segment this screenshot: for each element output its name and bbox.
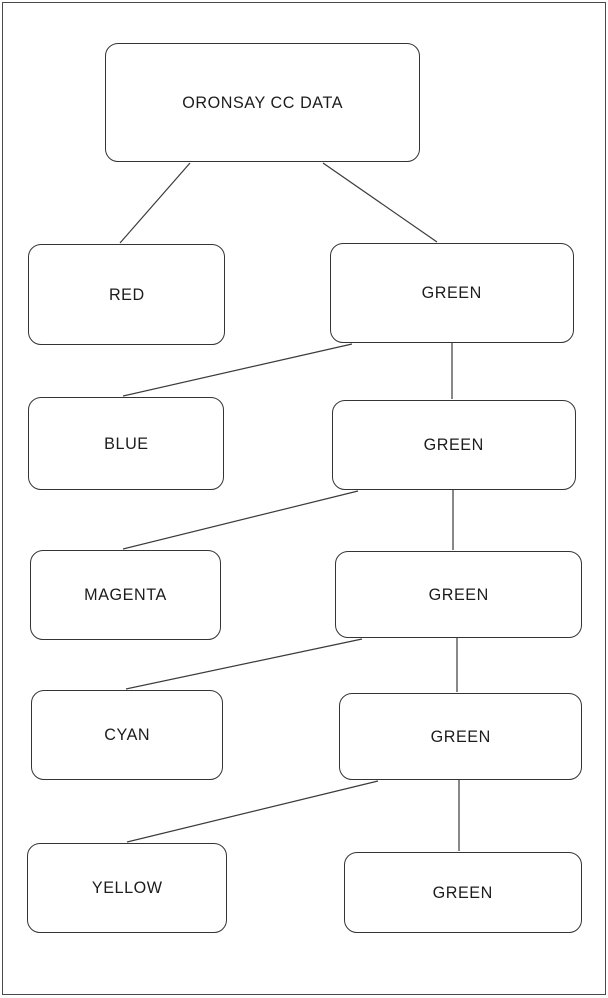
node-cyan[interactable]: CYAN — [31, 690, 223, 780]
edge-green3-cyan — [125, 638, 363, 690]
node-label: ORONSAY CC DATA — [182, 92, 343, 112]
node-green-1[interactable]: GREEN — [330, 243, 574, 343]
edge-green1-blue — [122, 343, 353, 397]
node-green-2[interactable]: GREEN — [332, 400, 576, 490]
node-label: BLUE — [103, 433, 149, 453]
node-green-5[interactable]: GREEN — [344, 852, 582, 933]
node-label: GREEN — [421, 283, 483, 302]
node-label: RED — [108, 284, 145, 304]
edge-root-green1 — [322, 162, 438, 243]
node-label: MAGENTA — [84, 585, 167, 604]
node-yellow[interactable]: YELLOW — [27, 843, 227, 933]
edge-root-red — [119, 162, 191, 244]
node-label: GREEN — [428, 584, 489, 604]
node-root-oronsay-cc-data[interactable]: ORONSAY CC DATA — [105, 43, 420, 162]
edge-green2-magenta — [122, 490, 359, 550]
node-blue[interactable]: BLUE — [28, 397, 224, 490]
node-magenta[interactable]: MAGENTA — [30, 550, 221, 640]
node-label: GREEN — [432, 882, 494, 902]
node-label: YELLOW — [91, 878, 163, 897]
node-label: GREEN — [430, 726, 491, 746]
node-red[interactable]: RED — [28, 244, 225, 345]
node-label: CYAN — [104, 725, 150, 744]
node-label: GREEN — [423, 435, 485, 454]
node-green-3[interactable]: GREEN — [335, 551, 582, 638]
edge-green4-yellow — [126, 780, 379, 843]
node-green-4[interactable]: GREEN — [339, 693, 582, 780]
